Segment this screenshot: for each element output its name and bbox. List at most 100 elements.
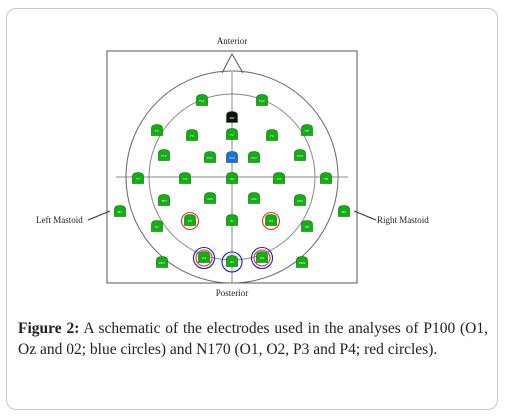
electrode-body [256, 94, 268, 106]
electrode-f8: F8 [301, 124, 313, 136]
electrode-body [179, 172, 191, 184]
electrode-label: FC2 [251, 156, 257, 160]
electrode-f4: F4 [266, 129, 278, 141]
electrode-body [226, 111, 238, 123]
electrode-body [196, 94, 208, 106]
electrode-label: CP4 [297, 199, 303, 203]
red-ring-p3 [180, 211, 200, 231]
figure-caption: Figure 2: A schematic of the electrodes … [18, 318, 488, 360]
electrode-m2: M2 [338, 205, 350, 217]
red-ring-o1 [195, 249, 213, 267]
electrode-body [226, 172, 238, 184]
electrode-po7: PO7 [156, 256, 168, 268]
electrode-ft7: FT7 [158, 149, 170, 161]
electrode-label: P3 [188, 219, 192, 223]
nose-marker [221, 52, 244, 74]
blue-ring-o1 [192, 246, 216, 270]
electrode-f7: F7 [151, 124, 163, 136]
electrode-fcz: FCz [226, 151, 238, 163]
electrode-label: PO8 [299, 261, 305, 265]
electrode-body [151, 220, 163, 232]
electrode-fc4: FC4 [294, 149, 306, 161]
electrode-o1: O1 [198, 251, 210, 263]
electrode-body [198, 251, 210, 263]
electrode-body [273, 172, 285, 184]
electrode-label: Fp2 [259, 99, 265, 103]
electrode-label: FC4 [297, 154, 303, 158]
electrode-label: PO7 [159, 261, 165, 265]
electrode-body [265, 214, 277, 226]
electrode-label: P8 [305, 225, 309, 229]
electrode-label: CP3 [207, 197, 213, 201]
electrode-body [226, 214, 238, 226]
electrode-body [296, 256, 308, 268]
electrode-body [186, 129, 198, 141]
electrode-p3: P3 [184, 214, 196, 226]
electrode-label: Fz [230, 133, 234, 137]
electrode-fc2: FC2 [248, 151, 260, 163]
electrode-body [248, 151, 260, 163]
electrode-body [156, 256, 168, 268]
electrode-cp3: CP3 [204, 192, 216, 204]
electrode-body [301, 124, 313, 136]
electrode-label: F3 [190, 134, 194, 138]
electrode-po8: PO8 [296, 256, 308, 268]
anterior-label: Anterior [217, 36, 248, 46]
electrode-p8: P8 [301, 220, 313, 232]
electrode-body [226, 151, 238, 163]
blue-ring-oz [221, 251, 243, 273]
electrode-cz: Cz [226, 172, 238, 184]
electrode-body [266, 129, 278, 141]
electrode-label: P4 [269, 219, 273, 223]
electrode-body [158, 149, 170, 161]
electrode-label: CPz [251, 197, 257, 201]
left-mastoid-label: Left Mastoid [36, 215, 83, 225]
posterior-label: Posterior [216, 288, 249, 298]
electrode-body [151, 124, 163, 136]
electrode-t8: T8 [320, 172, 332, 184]
electrode-c4: C4 [273, 172, 285, 184]
electrode-cp4: CP4 [294, 194, 306, 206]
electrode-body [226, 255, 238, 267]
electrode-label: T8 [323, 177, 328, 181]
electrode-body [158, 194, 170, 206]
electrode-body [184, 214, 196, 226]
highlight-rings [180, 211, 281, 273]
electrode-label: Fp1 [199, 99, 205, 103]
electrode-m1: M1 [114, 205, 126, 217]
electrode-f3: F3 [186, 129, 198, 141]
electrode-body [256, 251, 268, 263]
electrode-label: C3 [183, 177, 187, 181]
electrode-label: F7 [155, 129, 159, 133]
electrode-tp7: TP7 [158, 194, 170, 206]
electrode-fp1: Fp1 [196, 94, 208, 106]
electrode-montage-diagram: Anterior Posterior Left Mastoid Right Ma… [36, 36, 429, 298]
electrode-t7: T7 [132, 172, 144, 184]
figure-frame [6, 8, 498, 410]
red-ring-o2 [253, 249, 271, 267]
electrode-body [301, 220, 313, 232]
electrode-label: O2 [260, 256, 264, 260]
electrode-body [338, 205, 350, 217]
electrode-label: F4 [270, 134, 274, 138]
electrode-body [204, 192, 216, 204]
caption-label: Figure 2: [18, 320, 80, 337]
electrode-p7: P7 [151, 220, 163, 232]
blue-ring-o2 [250, 246, 274, 270]
caption-text: A schematic of the electrodes used in th… [18, 320, 488, 358]
right-mastoid-label: Right Mastoid [377, 215, 429, 225]
electrode-oz: Oz [226, 255, 238, 267]
electrode-o2: O2 [256, 251, 268, 263]
electrode-label: M2 [342, 210, 347, 214]
electrode-body [248, 192, 260, 204]
electrode-label: Ref [230, 116, 236, 120]
electrode-fz: Fz [226, 128, 238, 140]
electrode-body [226, 128, 238, 140]
electrode-label: Cz [230, 177, 234, 181]
right-mastoid-pointer [353, 210, 377, 221]
electrode-label: O1 [202, 256, 206, 260]
electrode-c3: C3 [179, 172, 191, 184]
electrode-pz: Pz [226, 214, 238, 226]
electrode-body [320, 172, 332, 184]
